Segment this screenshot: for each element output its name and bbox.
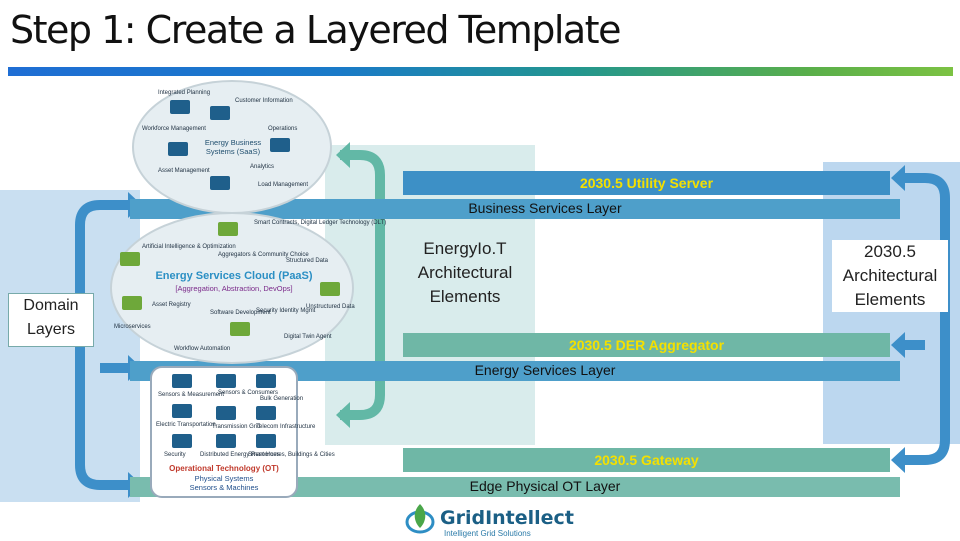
cloud-top-item: Analytics [250,164,275,170]
cloud-top-item: Integrated Planning [158,90,211,96]
title-underline [8,67,953,76]
middle-arrow-head-top [336,142,350,168]
middle-green-arrow [340,150,385,420]
energy-services-cloud-subtitle: [Aggregation, Abstraction, DevOps] [175,284,293,293]
cloud-top-item: Customer Information [235,98,293,104]
utility-server-label: 2030.5 Utility Server [579,175,714,191]
energy-business-title: Energy Business Systems (SaaS) [204,138,262,156]
ot-subtitle-2: Sensors & Machines [189,483,259,492]
database-icon [320,282,340,296]
cloud-mid-item: Workflow Automation [174,346,231,352]
ot-item: Electric Transportation [156,422,216,428]
cloud-mid-item: Asset Registry [152,302,191,308]
cloud-mid-item: Microservices [114,324,151,330]
energy-services-layer [130,361,900,381]
cloud-mid-item: Security Identity Mgmt [256,308,316,314]
der-icon [216,434,236,448]
der-aggregator-label: 2030.5 DER Aggregator [568,337,725,353]
tools-icon [230,322,250,336]
business-services-layer [130,199,900,219]
ieee-2030-5-architectural-label: 2030.5 Architectural Elements [832,240,948,312]
cloud-top-item: Asset Management [158,168,210,174]
operations-icon [270,138,290,152]
cloud-mid-item: Unstructured Data [306,304,355,310]
edge-physical-ot-label: Edge Physical OT Layer [469,478,621,494]
business-services-label: Business Services Layer [468,200,622,216]
utility-server-bar: 2030.5 Utility Server [403,171,890,195]
energyiot-architectural-label: EnergyIo.T Architectural Elements [417,239,513,306]
ot-item: Security [164,452,186,458]
workforce-icon [168,142,188,156]
domain-layers-label: Domain Layers [8,293,94,347]
gridintellect-logo-tagline: Intelligent Grid Solutions [444,529,531,538]
ot-item: Sensors & Consumers [218,390,279,396]
ot-item: Bulk Generation [260,396,304,402]
middle-arrow-head-bottom [336,402,350,428]
energy-services-content: Artificial Intelligence & Optimization S… [114,216,386,358]
customer-icon [210,106,230,120]
cloud-mid-item: Digital Twin Agent [284,334,332,340]
cloud-top-item: Load Management [258,182,309,188]
sensor-icon [172,374,192,388]
right-arrow-head-top [891,165,905,191]
contract-icon [218,222,238,236]
telecom-icon [256,406,276,420]
right-arrow [905,173,950,465]
gateway-bar: 2030.5 Gateway [403,448,890,472]
ai-icon [120,252,140,266]
energyiot-panel [325,145,535,445]
right-arrow-head-bottom [891,447,905,473]
registry-icon [122,296,142,310]
edge-physical-ot-layer [130,477,900,497]
smart-home-icon [256,434,276,448]
energy-services-cloud [110,212,354,364]
grid-icon [216,406,236,420]
cloud-top-item: Workforce Management [142,126,206,132]
generation-icon [256,374,276,388]
gridintellect-logo-icon [404,500,436,536]
energy-business-content: Integrated Planning Customer Information… [140,86,320,204]
cloud-mid-item: Artificial Intelligence & Optimization [142,244,236,250]
gridintellect-logo-name: GridIntellect [440,507,574,529]
ot-title: Operational Technology (OT) [169,464,279,473]
energy-business-cloud [132,80,332,214]
ot-item: Distributed Energy Resources [200,452,280,458]
ot-item: Smart Homes, Buildings & Cities [248,452,335,458]
cloud-mid-item: Smart Contracts, Digital Ledger Technolo… [254,220,387,226]
vehicle-icon [172,404,192,418]
energy-services-label: Energy Services Layer [474,362,616,378]
gateway-label: 2030.5 Gateway [594,452,699,468]
planning-icon [170,100,190,114]
page-title: Step 1: Create a Layered Template [10,8,621,52]
consumer-icon [216,374,236,388]
der-aggregator-bar: 2030.5 DER Aggregator [403,333,890,357]
ot-item: Sensors & Measurement [158,392,225,398]
cloud-mid-item: Software Development [210,310,271,316]
ot-subtitle-1: Physical Systems [194,474,254,483]
energy-services-cloud-title: Energy Services Cloud (PaaS) [155,270,313,282]
asset-icon [210,176,230,190]
ot-item: Transmission Grid [212,424,261,430]
cloud-mid-item: Structured Data [286,258,329,264]
operational-technology-box: Sensors & Measurement Sensors & Consumer… [150,366,335,498]
ot-item: Telecom Infrastructure [256,424,316,430]
cloud-top-item: Operations [268,126,298,132]
cloud-mid-item: Aggregators & Community Choice [218,252,309,258]
security-icon [172,434,192,448]
right-arrow-head-mid [891,332,905,358]
